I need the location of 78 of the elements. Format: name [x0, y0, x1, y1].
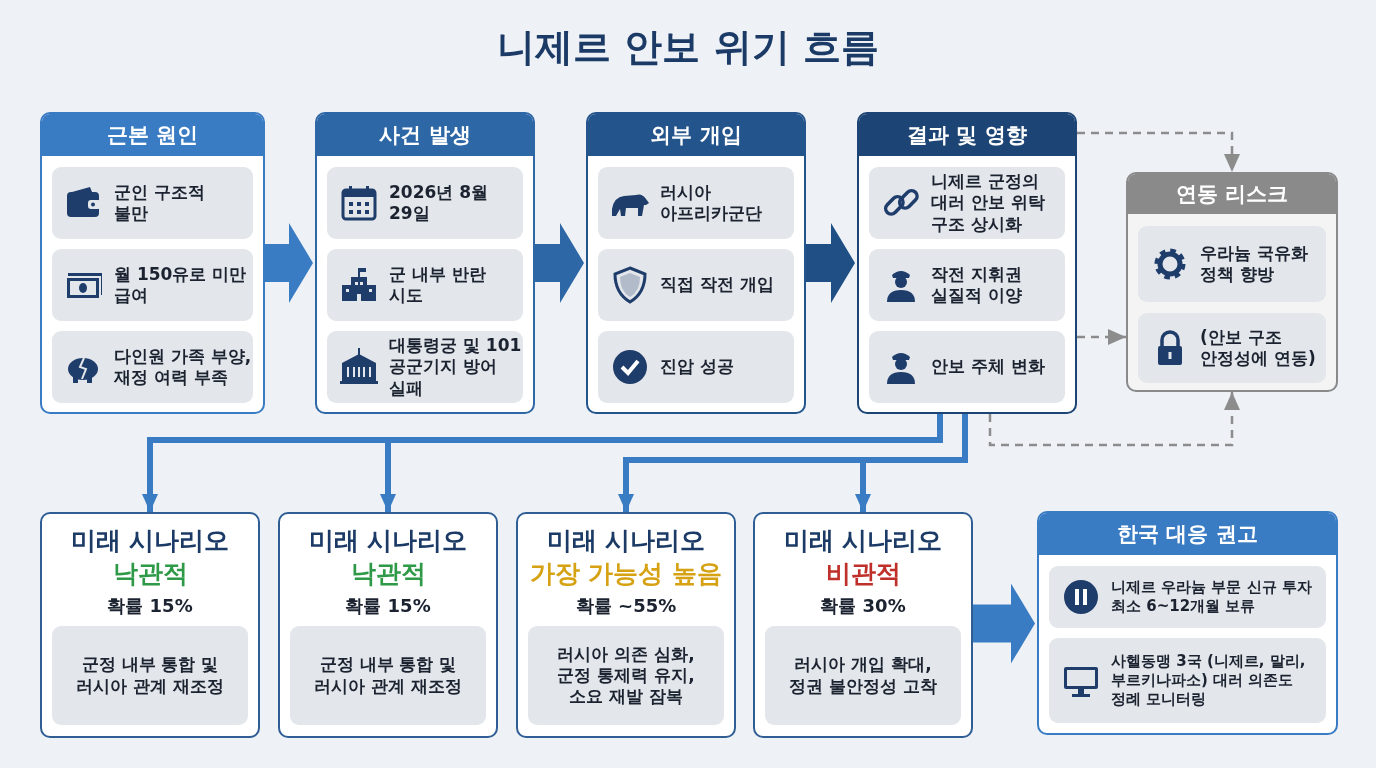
item-card [869, 331, 1065, 403]
item-text: 2026년 8월 29일 [389, 181, 490, 225]
item-text: 러시아 아프리카군단 [660, 181, 763, 225]
probability-text: 확률 30% [819, 594, 907, 618]
item-text: 니제르 우라늄 부문 신규 투자 최소 6~12개월 보류 [1111, 578, 1313, 616]
column-header: 외부 개입 [588, 114, 804, 156]
scenario-title: 미래 시나리오 [69, 525, 231, 557]
column-header: 연동 리스크 [1128, 174, 1336, 214]
item-card [598, 331, 794, 403]
block-arrow [535, 223, 584, 303]
scenario-outlook: 비관적 [824, 558, 902, 590]
item-text: 군 내부 반란 시도 [389, 263, 487, 307]
scenario-title: 미래 시나리오 [545, 525, 707, 557]
item-card [1138, 313, 1326, 383]
column-panel [586, 112, 806, 414]
scenario-card [516, 512, 736, 738]
scenario-title: 미래 시나리오 [782, 525, 944, 557]
column-panel [1037, 511, 1338, 735]
item-text: 군인 구조적 불만 [114, 181, 206, 225]
item-card [327, 249, 523, 321]
block-arrow [265, 223, 313, 303]
item-text: 대통령궁 및 101 공군기지 방어 실패 [389, 335, 523, 399]
column-panel [857, 112, 1077, 414]
item-text: 군정 내부 통합 및 러시아 관계 재조정 [75, 654, 225, 697]
item-card [52, 331, 253, 403]
item-card [1049, 638, 1326, 723]
column-header: 근본 원인 [42, 114, 263, 156]
item-text: 진압 성공 [660, 356, 734, 378]
diagram-title: 니제르 안보 위기 흐름 [496, 24, 880, 71]
item-text: 월 150유로 미만 급여 [114, 263, 248, 307]
column-panel [40, 112, 265, 414]
item-card [598, 249, 794, 321]
item-text: 러시아 의존 심화, 군정 통제력 유지, 소요 재발 잠복 [556, 643, 696, 708]
item-card [528, 626, 724, 725]
item-text: (안보 구조 안정성에 연동) [1200, 326, 1317, 370]
item-text: 다인원 가족 부양, 재정 여력 부족 [114, 345, 253, 389]
scenario-outlook: 낙관적 [349, 558, 427, 590]
scenario-card [40, 512, 260, 738]
item-text: 직접 작전 개입 [660, 274, 774, 296]
item-text: 안보 주체 변화 [931, 356, 1045, 378]
item-text: 우라늄 국유화 정책 향방 [1200, 242, 1309, 286]
item-text: 군정 내부 통합 및 러시아 관계 재조정 [313, 654, 463, 697]
item-card [765, 626, 961, 725]
scenario-card [278, 512, 498, 738]
scenario-card [753, 512, 973, 738]
item-text: 니제르 군정의 대러 안보 위탁 구조 상시화 [931, 171, 1046, 235]
item-card [1049, 566, 1326, 628]
item-text: 러시아 개입 확대, 정권 불안정성 고착 [788, 654, 938, 697]
item-card [52, 626, 248, 725]
scenario-outlook: 가장 가능성 높음 [528, 558, 724, 590]
probability-text: 확률 15% [106, 594, 194, 618]
item-text: 사헬동맹 3국 (니제르, 말리, 부르키나파소) 대러 의존도 정례 모니터링 [1111, 652, 1307, 709]
item-card [869, 167, 1065, 239]
item-text: 작전 지휘권 실질적 이양 [931, 263, 1023, 307]
item-card [290, 626, 486, 725]
dashed-arrow [1077, 329, 1126, 345]
item-card [1138, 226, 1326, 302]
arrow [855, 414, 968, 512]
item-card [52, 167, 253, 239]
column-header: 사건 발생 [317, 114, 533, 156]
item-card [327, 331, 523, 403]
block-arrow [806, 223, 855, 303]
column-header: 한국 대응 권고 [1039, 513, 1336, 555]
item-card [327, 167, 523, 239]
probability-text: 확률 15% [344, 594, 432, 618]
dashed-arrow [988, 392, 1240, 447]
dashed-arrow [1077, 131, 1240, 172]
item-card [598, 167, 794, 239]
scenario-title: 미래 시나리오 [307, 525, 469, 557]
item-card [869, 249, 1065, 321]
probability-text: 확률 ~55% [574, 594, 678, 618]
scenario-outlook: 낙관적 [111, 558, 189, 590]
block-arrow [973, 583, 1035, 664]
column-panel [1126, 172, 1338, 392]
item-card [52, 249, 253, 321]
column-header: 결과 및 영향 [859, 114, 1075, 156]
column-panel [315, 112, 535, 414]
arrow [380, 414, 943, 512]
